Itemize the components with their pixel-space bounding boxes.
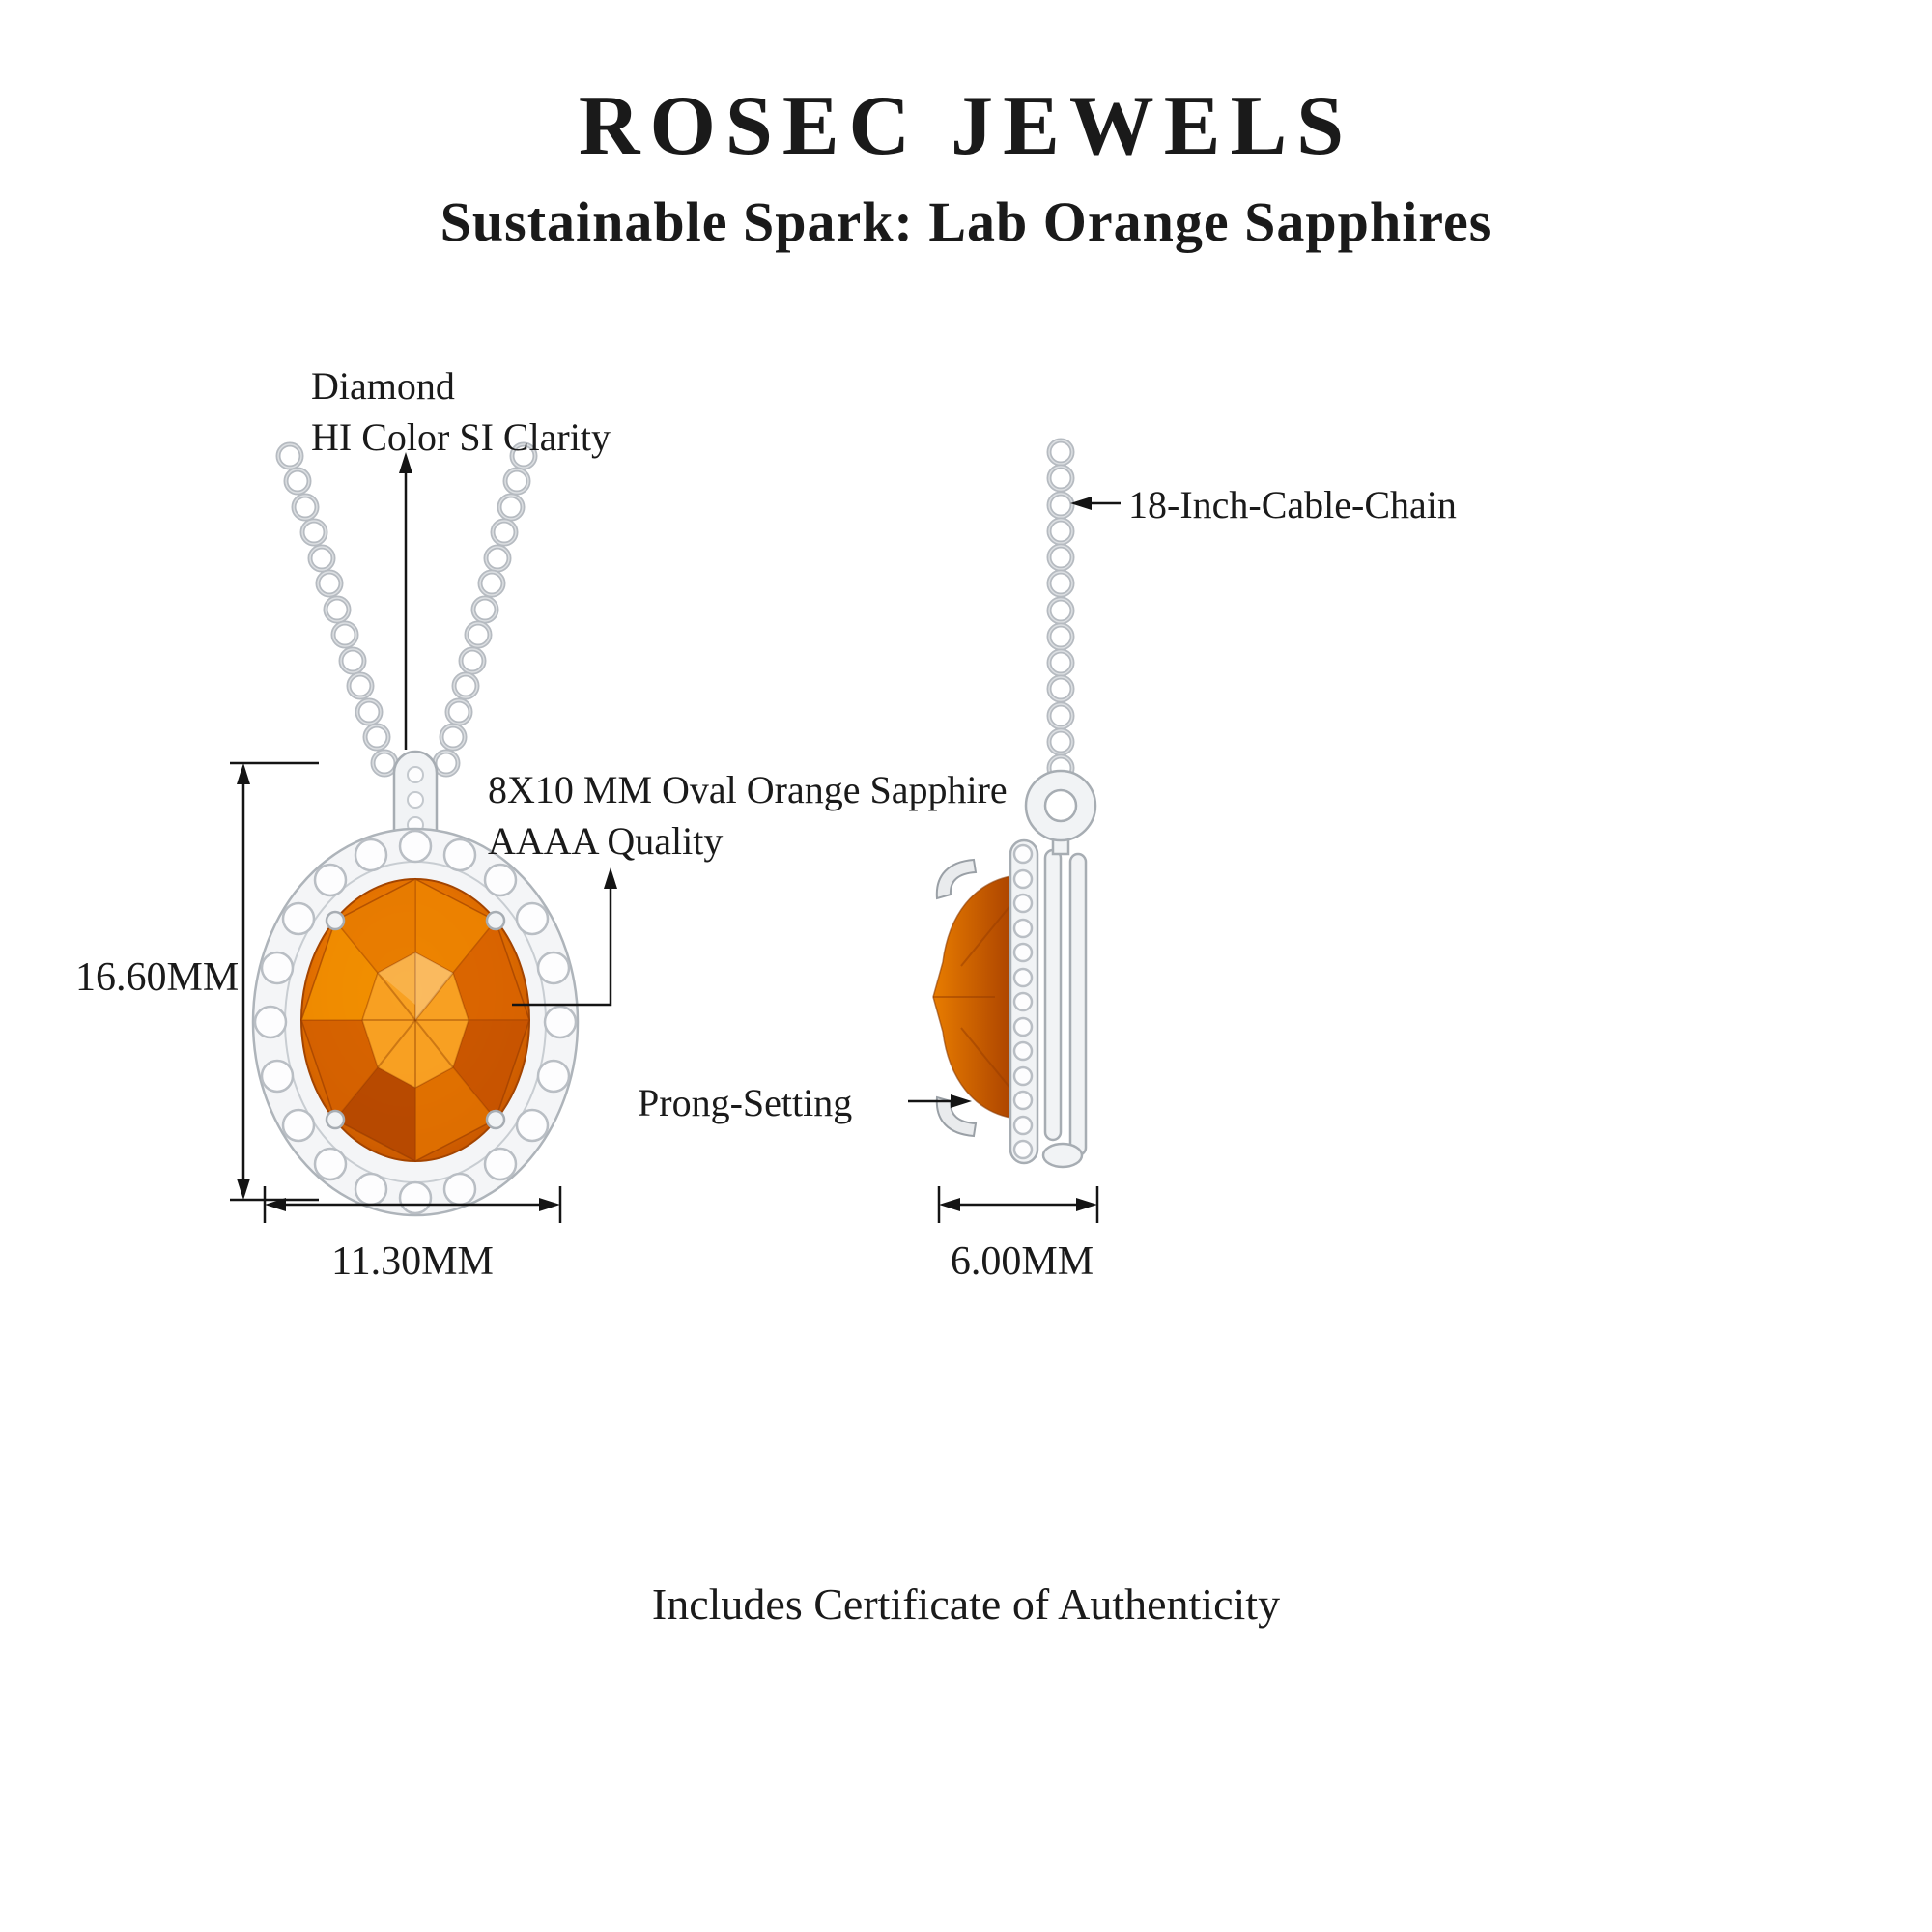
side-setting xyxy=(935,769,1097,1169)
brand-title: ROSEC JEWELS xyxy=(578,79,1354,173)
width-measurement-label: 11.30MM xyxy=(331,1239,494,1284)
height-dimension-line xyxy=(230,761,319,1202)
sapphire-callout-arrow xyxy=(512,867,617,1007)
prong-callout-arrow xyxy=(908,1094,972,1108)
diamond-callout-line2: HI Color SI Clarity xyxy=(311,414,611,459)
sapphire-callout: 8X10 MM Oval Orange Sapphire AAAA Qualit… xyxy=(488,765,1008,867)
prong-icon xyxy=(935,858,978,1138)
side-chain-icon xyxy=(1049,440,1072,780)
prong-callout: Prong-Setting xyxy=(638,1078,852,1129)
diamond-callout-line1: Diamond xyxy=(311,364,455,408)
chain-callout-label: 18-Inch-Cable-Chain xyxy=(1128,483,1457,526)
dimension-lines xyxy=(230,761,1099,1223)
chain-callout-arrow xyxy=(1070,497,1121,510)
side-bail xyxy=(1024,769,1097,842)
center-stone xyxy=(299,877,531,1163)
height-measurement-label: 16.60MM xyxy=(75,955,240,1000)
width-dimension-line xyxy=(263,1186,562,1223)
front-view xyxy=(251,444,580,1217)
certificate-note: Includes Certificate of Authenticity xyxy=(651,1579,1281,1629)
depth-dimension-line xyxy=(937,1186,1099,1223)
halo-diamonds xyxy=(253,829,578,1215)
sapphire-callout-line2: AAAA Quality xyxy=(488,818,724,863)
callout-arrows xyxy=(399,452,1121,1108)
side-view xyxy=(932,440,1097,1169)
prong-callout-label: Prong-Setting xyxy=(638,1081,853,1124)
depth-measurement-label: 6.00MM xyxy=(950,1239,1094,1284)
tagline: Sustainable Spark: Lab Orange Sapphires xyxy=(440,190,1492,253)
diamond-callout: Diamond HI Color SI Clarity xyxy=(311,361,611,464)
sapphire-callout-line1: 8X10 MM Oval Orange Sapphire xyxy=(488,768,1008,811)
side-halo-diamonds xyxy=(1012,843,1034,1160)
side-stone xyxy=(932,874,1017,1120)
diamond-callout-arrow xyxy=(399,452,412,750)
front-prongs xyxy=(325,910,506,1130)
chain-callout: 18-Inch-Cable-Chain xyxy=(1128,480,1457,531)
